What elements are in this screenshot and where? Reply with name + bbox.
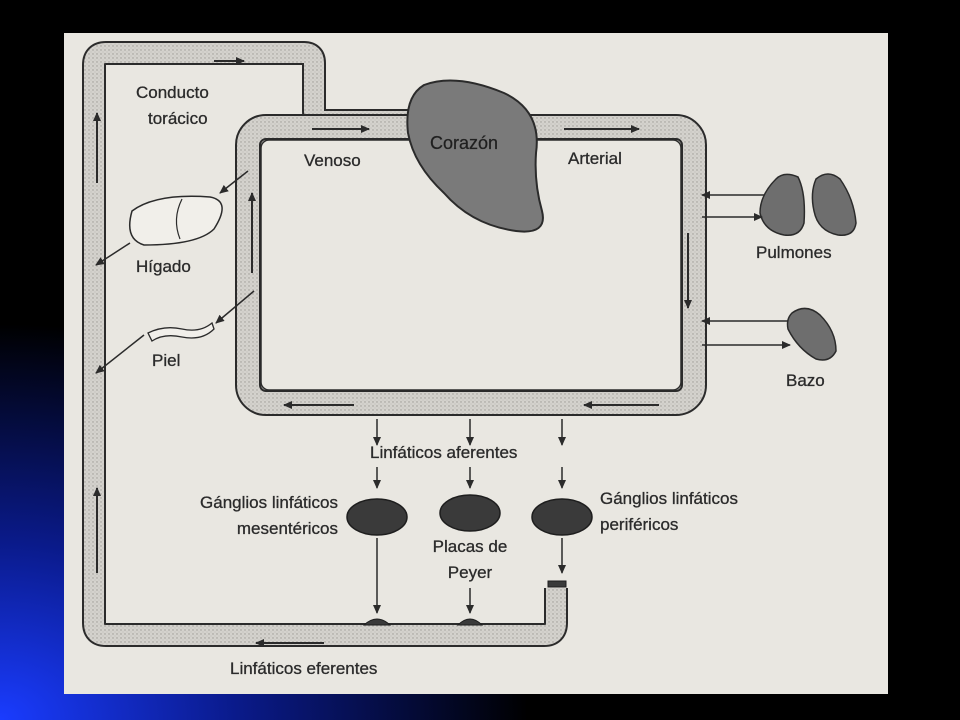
afferent-lymphatics-label: Linfáticos aferentes	[370, 443, 518, 462]
liver-label: Hígado	[136, 257, 191, 276]
skin-label: Piel	[152, 351, 181, 370]
mesenteric-nodes-label-1: Gánglios linfáticos	[200, 493, 338, 512]
heart-shape	[406, 79, 544, 233]
spleen-label: Bazo	[786, 371, 825, 390]
thoracic-duct-label-2: torácico	[148, 109, 208, 128]
thoracic-duct-label-1: Conducto	[136, 83, 209, 102]
peripheral-nodes-label-2: periféricos	[600, 515, 679, 534]
venous-label: Venoso	[304, 151, 361, 170]
efferent-lymphatics-label: Linfáticos eferentes	[230, 659, 378, 678]
peripheral-nodes-label-1: Gánglios linfáticos	[600, 489, 738, 508]
spleen-organ	[786, 307, 837, 361]
lungs-label: Pulmones	[756, 243, 832, 262]
liver-organ	[129, 195, 223, 246]
peyer-patches-label-2: Peyer	[447, 563, 493, 582]
afferent-arrows	[373, 419, 566, 614]
mesenteric-node	[346, 498, 408, 536]
mesenteric-nodes-label-2: mesentéricos	[236, 519, 338, 538]
heart-label: Corazón	[430, 133, 499, 153]
lymph-nodes	[346, 494, 593, 536]
peyer-patch-node	[439, 494, 501, 532]
peripheral-node	[531, 498, 593, 536]
efferent-entries	[362, 580, 567, 626]
organ-arrows-left	[95, 170, 255, 374]
lungs-organ	[759, 173, 857, 236]
peyer-patches-label-1: Placas de	[432, 537, 508, 556]
skin-organ	[147, 321, 215, 342]
diagram-drawing	[82, 41, 857, 647]
organ-arrows-right	[701, 191, 791, 349]
flow-arrows	[93, 57, 692, 647]
lymphatic-circulation-diagram: Conducto torácico Venoso Corazón Arteria…	[64, 33, 888, 694]
arterial-label: Arterial	[568, 149, 622, 168]
